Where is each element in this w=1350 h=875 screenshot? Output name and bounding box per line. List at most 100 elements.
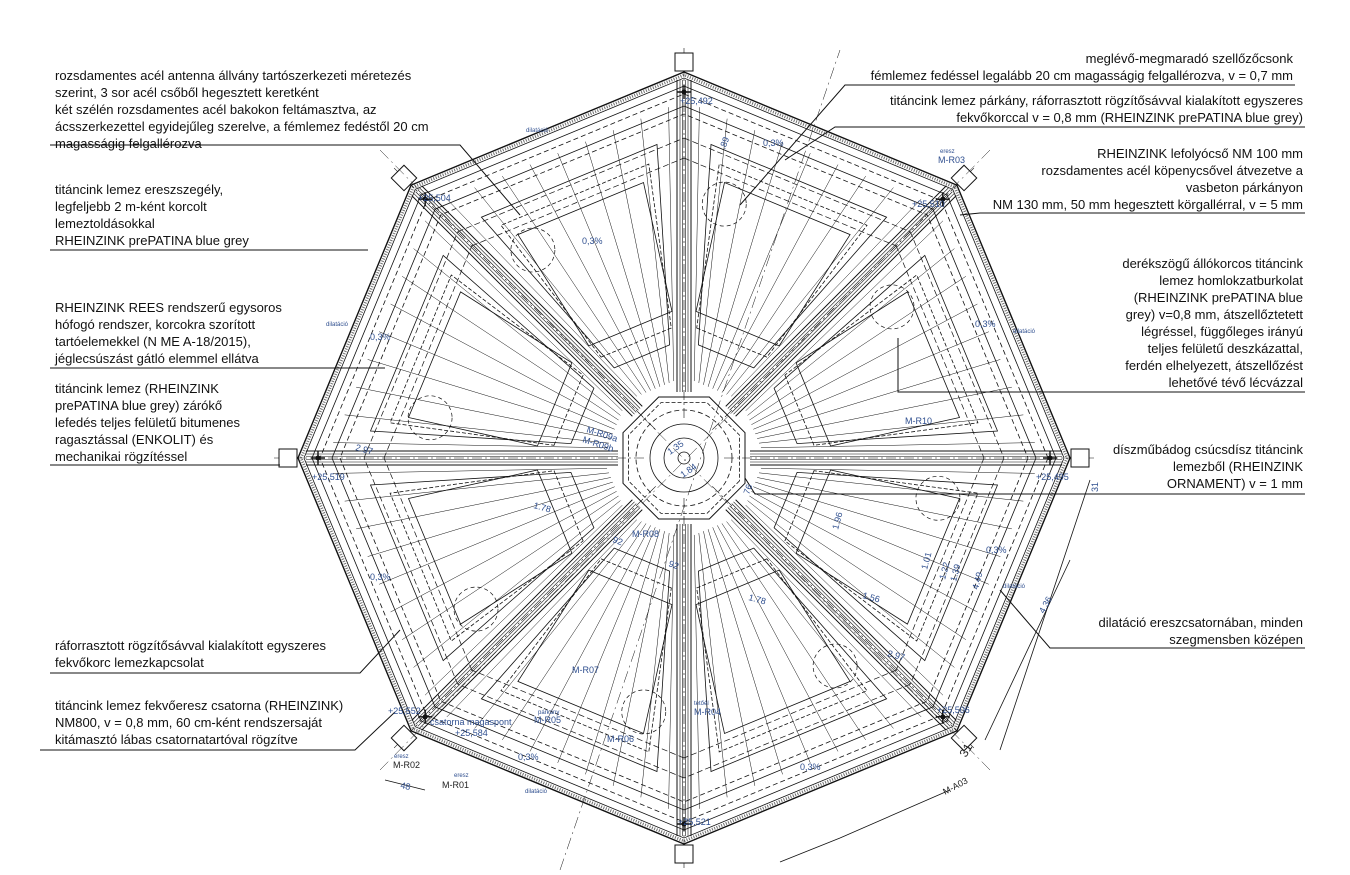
note-line: derékszögű állókorcos titáncink (1122, 256, 1303, 271)
sector-panel (369, 471, 595, 662)
level-label: +25,584 (455, 728, 488, 738)
seam-line (707, 141, 783, 387)
note-line: teljes felületű deszkázattal, (1147, 341, 1303, 356)
leader-parapet (784, 126, 1305, 161)
level-marker-dot (422, 196, 428, 202)
seam-line (751, 303, 978, 425)
seam-line (730, 519, 922, 718)
hip-ridge-line (413, 501, 635, 723)
tag-eresz: eresz (394, 754, 409, 760)
seam-line (757, 386, 1012, 439)
seam-line (446, 519, 638, 718)
seam-line (703, 531, 756, 786)
roof-edge-outline (339, 113, 1029, 803)
level-marker-dot (422, 714, 428, 720)
dim-label: 92 (667, 558, 680, 571)
dim-label: 1.39 (948, 563, 962, 583)
dim-label: 1.78 (747, 592, 767, 606)
tag-tetoel: tetőél (694, 701, 709, 707)
tag-gutter-high-point: csatorna magaspont (430, 717, 512, 727)
note-line: dilatáció ereszcsatornában, minden (1098, 615, 1303, 630)
hip-ridge-line (725, 185, 947, 407)
seam-line (749, 276, 967, 421)
snow-guard-line (363, 231, 459, 459)
snow-guard-line (909, 231, 1005, 459)
tag-dilatacio: dilatáció (1003, 584, 1026, 590)
mark-label: M-R07 (572, 665, 599, 675)
note-line: (RHEINZINK prePATINA blue (1133, 290, 1303, 305)
seam-line (668, 107, 675, 382)
hip-ridge-line (725, 509, 947, 731)
hip-ridge-line (419, 507, 641, 729)
hip-ridge-line (417, 189, 639, 411)
note-line: legfeljebb 2 m-ként korcolt (55, 199, 207, 214)
slope-label: 0,3% (518, 752, 539, 762)
seam-line (424, 220, 623, 412)
dim-label: 76 (741, 483, 754, 496)
tag-parkany: párkány (538, 710, 559, 716)
mark-label: M-R04 (694, 707, 721, 717)
downpipe-detail-circle (510, 227, 556, 273)
dimension-line (999, 479, 1091, 751)
hip-ridge-line (733, 501, 955, 723)
leader-facade (897, 338, 1305, 393)
finial-box (390, 164, 418, 192)
finial-box (950, 164, 978, 192)
seam-line (413, 500, 621, 668)
note-line: NM 130 mm, 50 mm hegesztett körgallérral… (992, 197, 1303, 212)
leader-vent (739, 84, 1295, 206)
level-label: +25,552 (388, 706, 421, 716)
note-line: vasbeton párkányon (1185, 180, 1303, 195)
seam-line (759, 414, 1024, 444)
seam-line (730, 198, 922, 397)
hip-ridge-line (415, 191, 637, 413)
slope-label: 0,3% (800, 762, 821, 772)
snow-guard-line (683, 137, 911, 233)
seam-line (726, 521, 894, 729)
seam-line (703, 130, 756, 385)
level-label: +25,504 (418, 193, 451, 203)
snow-guard-line (471, 157, 685, 247)
mark-label: M-R02 (393, 760, 420, 770)
note-gutter: titáncink lemez fekvőeresz csatorna (RHE… (55, 697, 343, 748)
sector-panel (773, 254, 999, 445)
downpipe-detail-circle (869, 284, 915, 330)
finial-box (390, 724, 418, 752)
leader-seam (50, 629, 401, 674)
dim-label: 1.35 (665, 438, 685, 456)
sector-panel (500, 163, 672, 358)
roof-edge-outline (303, 77, 1065, 839)
snow-guard-line (363, 457, 459, 685)
note-line: lemez homlokzatburkolat (1159, 273, 1303, 288)
note-line: fekvőkorc lemezkapcsolat (55, 655, 204, 670)
seam-line (717, 525, 839, 752)
sector-panel (389, 274, 584, 446)
sector-panel (697, 143, 888, 369)
sector-panel (795, 291, 961, 447)
dim-label: 4.49 (970, 571, 984, 591)
seam-line (502, 523, 647, 741)
seam-line (749, 495, 967, 640)
seam-line (474, 521, 642, 729)
sector-panel (369, 254, 595, 445)
level-label: +25,521 (678, 817, 711, 827)
seam-line (356, 477, 611, 530)
seam-line (712, 153, 811, 389)
downpipe-detail-circle (701, 181, 747, 227)
finial-box (1070, 448, 1090, 468)
seam-line (693, 107, 700, 382)
note-line: NM800, v = 0,8 mm, 60 cm-ként rendszersa… (55, 715, 322, 730)
tag-eresz: eresz (940, 149, 955, 155)
dim-label: 1.01 (919, 551, 933, 571)
sector-panel (695, 569, 851, 735)
seam-line (721, 175, 866, 393)
seam-line (747, 248, 955, 416)
seam-line (401, 276, 619, 421)
hip-ridge-line (735, 499, 957, 721)
hip-ridge-line (413, 193, 635, 415)
note-line: lefedés teljes felületű bitumenes (55, 415, 241, 430)
note-ridge-cap: titáncink lemez (RHEINZINK prePATINA blu… (55, 380, 240, 465)
hip-ridge-line (415, 503, 637, 725)
seam-line (612, 531, 665, 786)
note-line: fémlemez fedéssel legalább 20 cm magassá… (870, 68, 1293, 83)
